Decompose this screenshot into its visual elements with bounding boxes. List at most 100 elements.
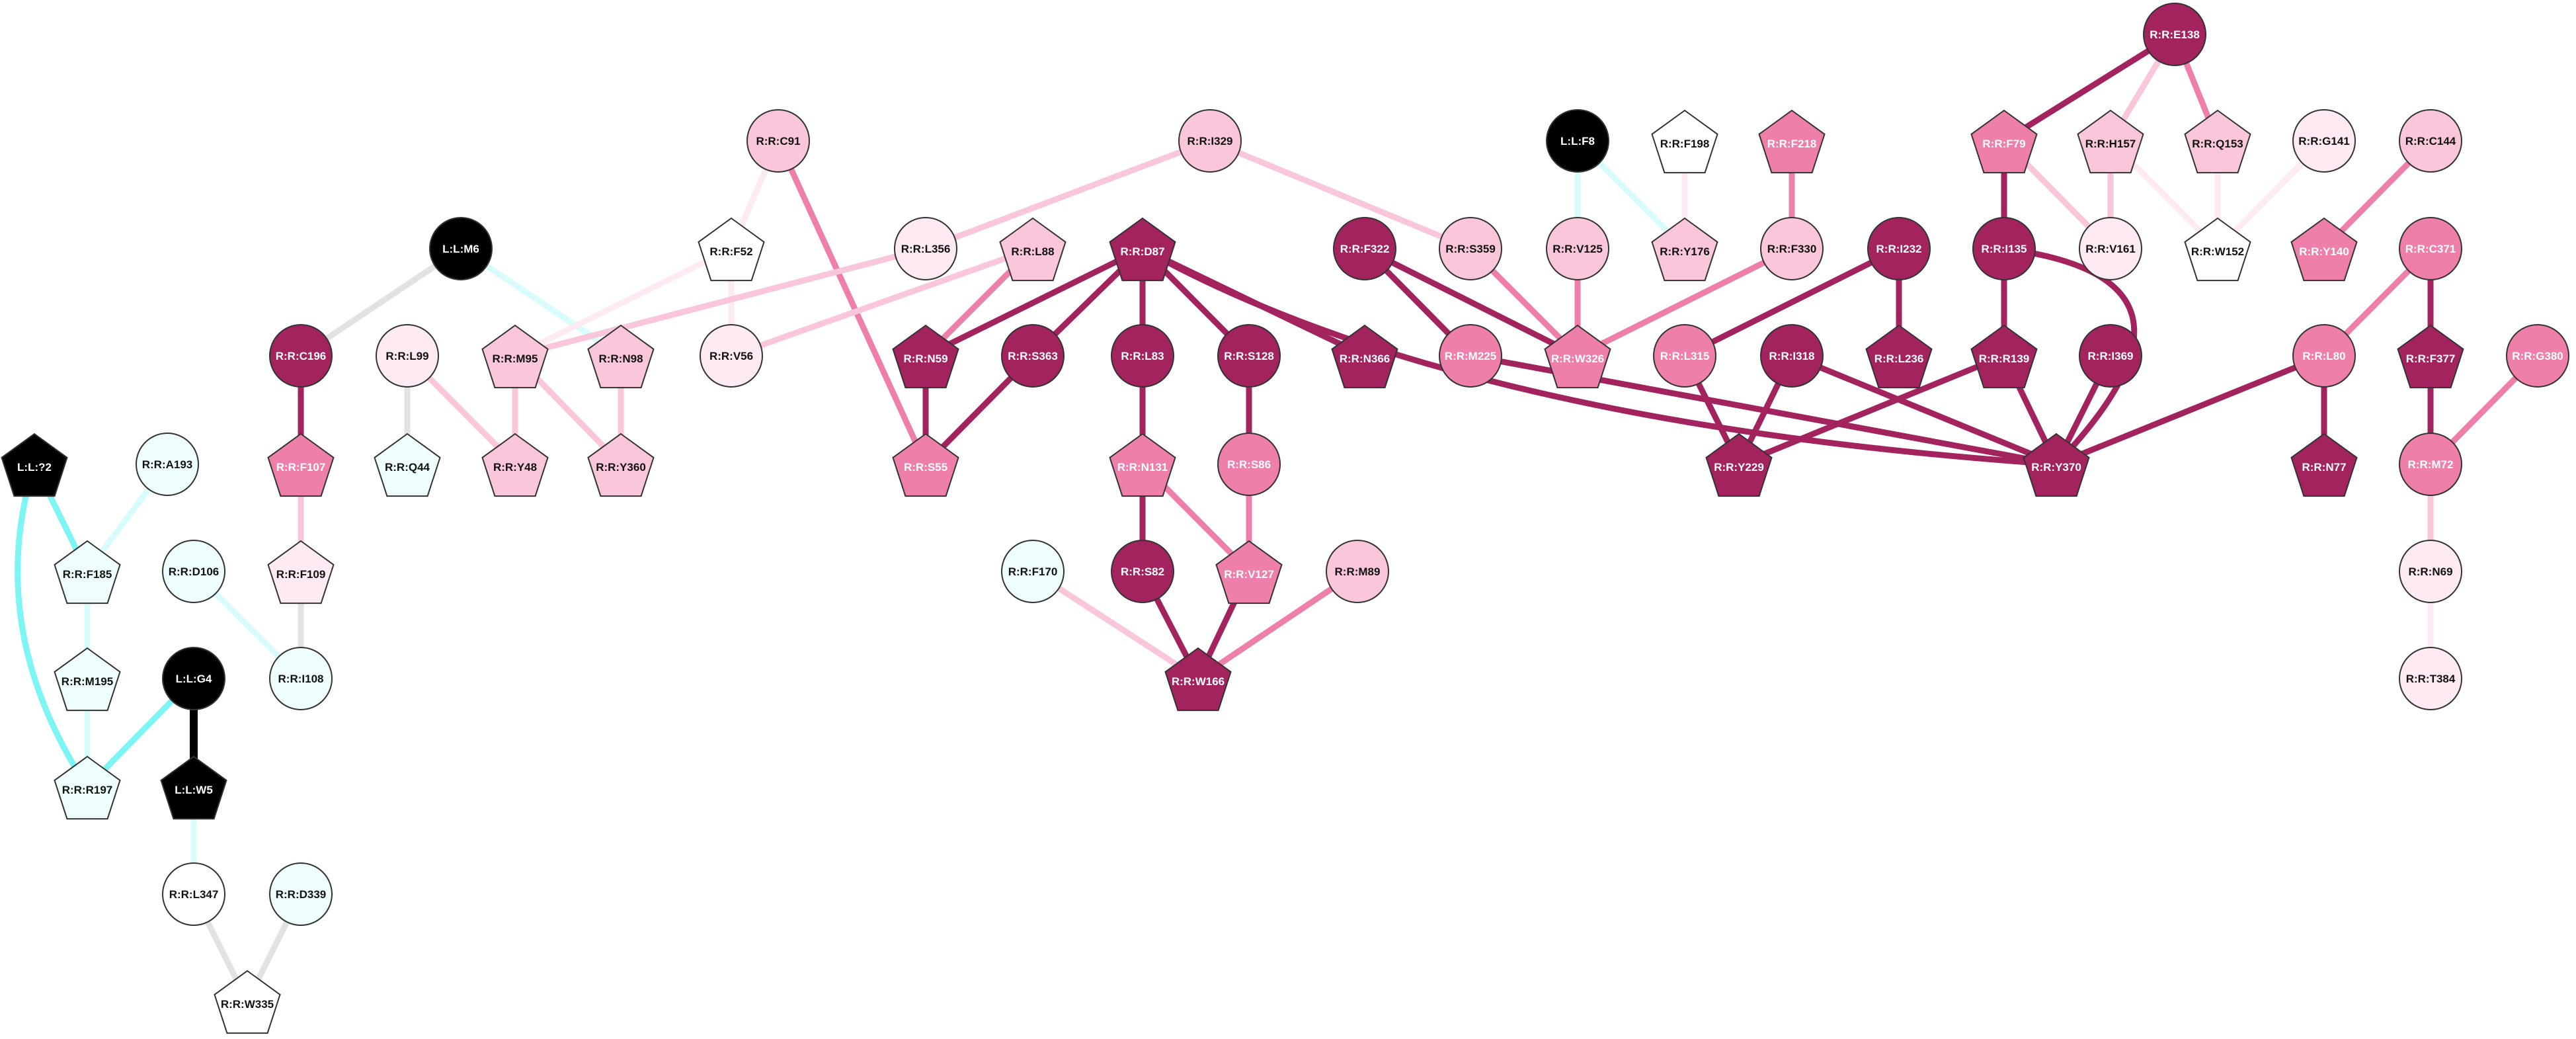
node-r139: R:R:R139 xyxy=(1970,324,2038,389)
node-pentagon xyxy=(2184,109,2251,174)
edge-i232-l315 xyxy=(1681,245,1902,359)
node-label: R:R:S82 xyxy=(1121,565,1164,578)
node-pentagon xyxy=(267,540,335,604)
node-s359: R:R:S359 xyxy=(1439,217,1502,280)
node-f109: R:R:F109 xyxy=(267,540,335,604)
node-label: R:R:E138 xyxy=(2150,28,2200,41)
node-label: R:R:Q153 xyxy=(2192,138,2243,150)
edge-i318-y370 xyxy=(1789,353,2060,468)
node-pentagon xyxy=(2023,433,2090,497)
node-circle xyxy=(2292,324,2356,388)
node-f107: R:R:F107 xyxy=(267,433,335,497)
node-circle xyxy=(1001,540,1065,603)
node-label: R:R:Y229 xyxy=(1714,461,1764,474)
node-circle xyxy=(269,647,333,710)
node-f218: R:R:F218 xyxy=(1758,109,1826,174)
node-pentagon xyxy=(481,433,549,497)
node-pentagon xyxy=(698,217,765,282)
node-w335: R:R:W335 xyxy=(214,970,281,1034)
node-pentagon xyxy=(587,324,655,389)
edge-l356-m95 xyxy=(512,245,929,359)
node-label: R:R:L347 xyxy=(169,888,219,901)
node-g141: R:R:G141 xyxy=(2292,109,2356,173)
node-circle xyxy=(1546,109,1609,173)
node-label: R:R:V127 xyxy=(1224,568,1274,581)
node-pentagon xyxy=(54,647,121,712)
node-circle xyxy=(269,862,333,926)
node-pentagon xyxy=(1970,324,2038,389)
node-label: R:R:Y370 xyxy=(2031,461,2081,474)
edge-d87-y370 xyxy=(1139,245,2060,468)
node-e138: R:R:E138 xyxy=(2143,3,2206,66)
node-label: R:R:W152 xyxy=(2191,245,2244,258)
edge-l80-y370 xyxy=(2053,353,2327,468)
node-label: R:R:I108 xyxy=(278,673,324,685)
node-label: R:R:S128 xyxy=(1224,350,1274,362)
node-label: R:R:F185 xyxy=(63,568,112,581)
node-d339: R:R:D339 xyxy=(269,862,333,926)
node-pentagon xyxy=(2397,324,2464,389)
node-circle xyxy=(2143,3,2206,66)
node-s55: R:R:S55 xyxy=(892,433,959,497)
node-pentagon xyxy=(892,324,959,389)
node-label: R:R:W335 xyxy=(221,998,274,1011)
node-label: R:R:M72 xyxy=(2408,458,2454,471)
node-label: R:R:D106 xyxy=(169,565,220,578)
node-pentagon xyxy=(2077,109,2144,174)
node-circle xyxy=(1326,540,1389,603)
node-label: R:R:M89 xyxy=(1335,565,1381,578)
node-f322: R:R:F322 xyxy=(1333,217,1396,280)
node-circle xyxy=(1760,324,1824,388)
edge-l72-r197 xyxy=(15,461,91,790)
edge-e138-f79 xyxy=(2001,31,2178,144)
edge-m89-w166 xyxy=(1195,568,1361,682)
node-f79: R:R:F79 xyxy=(1970,109,2038,174)
node-circle xyxy=(700,324,763,388)
node-pentagon xyxy=(1970,109,2038,174)
node-circle xyxy=(1178,109,1242,173)
node-label: R:R:W326 xyxy=(1551,353,1604,365)
node-circle xyxy=(1439,324,1502,388)
node-circle xyxy=(162,540,225,603)
node-w152: R:R:W152 xyxy=(2184,217,2251,282)
node-v125: R:R:V125 xyxy=(1546,217,1609,280)
node-circle xyxy=(894,217,957,280)
node-r197: R:R:R197 xyxy=(54,755,121,820)
node-l99: R:R:L99 xyxy=(376,324,439,388)
node-label: R:R:Y360 xyxy=(596,461,646,474)
node-circle xyxy=(2506,324,2569,388)
node-circle xyxy=(2399,433,2462,496)
node-label: R:R:F79 xyxy=(1982,138,2025,150)
node-circle xyxy=(2399,217,2462,280)
node-label: R:R:N131 xyxy=(1117,461,1168,474)
node-l347: R:R:L347 xyxy=(162,862,225,926)
node-label: R:R:L88 xyxy=(1011,245,1054,258)
node-pentagon xyxy=(1651,109,1718,174)
edge-r139-y229 xyxy=(1736,353,2007,468)
node-label: R:R:C144 xyxy=(2405,135,2456,147)
node-circle xyxy=(746,109,810,173)
node-pentagon xyxy=(1109,217,1176,282)
edges-layer xyxy=(15,31,2541,1005)
node-label: L:L:W5 xyxy=(175,784,213,796)
node-label: R:R:M225 xyxy=(1445,350,1496,362)
node-pentagon xyxy=(1544,324,1611,389)
node-label: R:R:L315 xyxy=(1660,350,1710,362)
node-y370: R:R:Y370 xyxy=(2023,433,2090,497)
node-l315: R:R:L315 xyxy=(1653,324,1716,388)
node-label: R:R:I329 xyxy=(1187,135,1233,147)
node-pentagon xyxy=(214,970,281,1034)
node-y360: R:R:Y360 xyxy=(587,433,655,497)
node-label: R:R:G380 xyxy=(2512,350,2563,362)
node-circle xyxy=(1111,324,1174,388)
node-circle xyxy=(1217,433,1281,496)
node-label: R:R:V56 xyxy=(709,350,753,362)
node-label: R:R:C196 xyxy=(276,350,327,362)
node-q44: R:R:Q44 xyxy=(374,433,441,497)
node-y48: R:R:Y48 xyxy=(481,433,549,497)
node-i232: R:R:I232 xyxy=(1867,217,1931,280)
node-l83: R:R:L83 xyxy=(1111,324,1174,388)
node-circle xyxy=(2399,647,2462,710)
node-label: R:R:L236 xyxy=(1874,353,1924,365)
node-label: R:R:S86 xyxy=(1227,458,1271,471)
